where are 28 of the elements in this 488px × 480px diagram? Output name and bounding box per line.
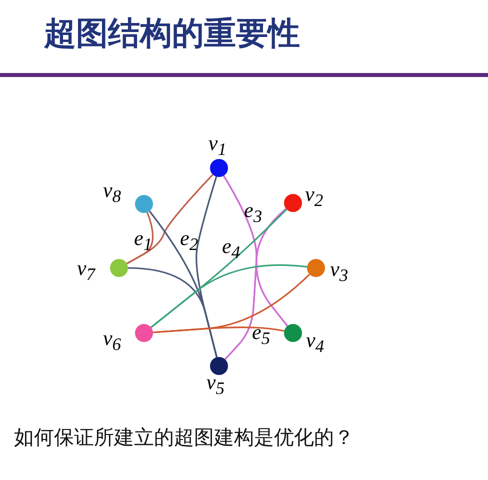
vertex-dot — [135, 195, 153, 213]
vertex-dot — [284, 324, 302, 342]
vertex-dot — [210, 357, 228, 375]
hyperedge-label: e$_{5}$ — [252, 322, 270, 348]
hyperedge-label: e$_{2}$ — [180, 228, 198, 254]
vertex-dot — [284, 194, 302, 212]
hyperedge-line — [152, 326, 284, 334]
vertex-label: v$_{4}$ — [306, 330, 324, 356]
vertex-label: v$_{3}$ — [330, 259, 348, 285]
vertex-label: v$_{8}$ — [102, 180, 122, 206]
vertex-label: v$_{6}$ — [102, 328, 122, 354]
hyperedge-label: e$_{1}$ — [134, 228, 152, 254]
vertex-label: v$_{2}$ — [305, 184, 324, 210]
question-text: 如何保证所建立的超图建构是优化的？ — [14, 424, 354, 451]
hyperedge-line — [128, 267, 218, 358]
vertex-label: v$_{7}$ — [76, 258, 96, 284]
vertex-dot — [135, 324, 153, 342]
hyperedge-label: e$_{3}$ — [244, 200, 262, 226]
vertex-label: v$_{1}$ — [208, 133, 226, 159]
hyperedge-line — [224, 208, 287, 360]
title: 超图结构的重要性 — [44, 13, 300, 54]
vertex-dot — [210, 159, 228, 177]
vertex-dot — [110, 259, 128, 277]
hyperedge-line — [126, 174, 214, 264]
vertex-dot — [307, 259, 325, 277]
vertex-label: v$_{5}$ — [206, 372, 224, 398]
hyperedge-line — [150, 264, 308, 328]
hyperedge-label: e$_{4}$ — [222, 236, 240, 262]
